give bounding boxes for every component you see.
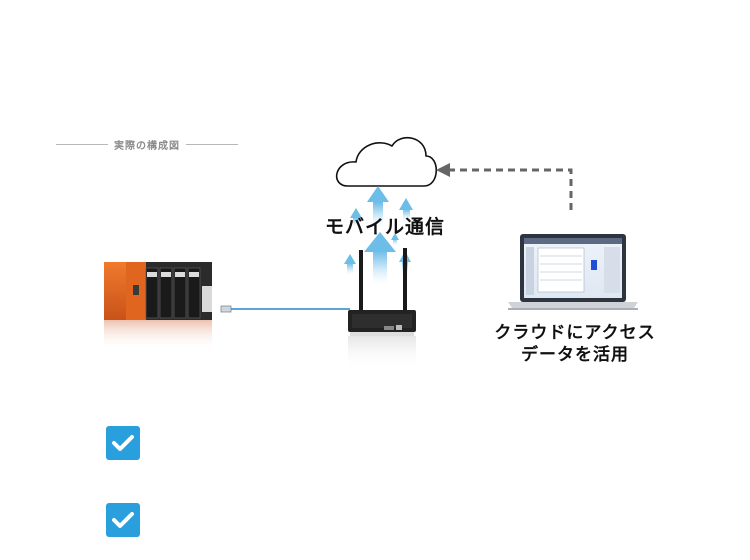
ethernet-cable — [220, 305, 350, 313]
upload-arrow-left-icon — [344, 254, 356, 276]
plc-device-icon — [104, 262, 212, 350]
upload-arrow-upper-center-icon — [367, 186, 389, 230]
section-heading-text: 実際の構成図 — [114, 140, 180, 152]
upload-arrow-right-upper-icon — [399, 198, 413, 222]
checkbox-2[interactable] — [106, 503, 140, 537]
upload-arrow-center-icon — [364, 232, 396, 288]
checkbox-checked-icon — [112, 512, 134, 528]
upload-arrows — [344, 186, 413, 288]
heading-rule-left — [56, 143, 108, 145]
checkbox-checked-icon — [112, 435, 134, 451]
heading-rule-right — [186, 143, 238, 145]
laptop-icon — [508, 234, 638, 310]
router-icon — [348, 248, 416, 370]
upload-arrow-small-icon — [391, 233, 399, 246]
cloud-access-line-1: クラウドにアクセス — [494, 323, 656, 343]
section-heading: 実際の構成図 — [56, 136, 238, 152]
dashed-access-arrow — [436, 163, 573, 210]
cloud-access-label: クラウドにアクセス データを活用 — [470, 322, 680, 366]
checkbox-1[interactable] — [106, 426, 140, 460]
mobile-communication-label: モバイル通信 — [324, 216, 445, 238]
upload-arrow-left-upper-icon — [350, 208, 362, 228]
cloud-icon — [335, 136, 438, 187]
cloud-access-line-2: データを活用 — [521, 345, 629, 365]
